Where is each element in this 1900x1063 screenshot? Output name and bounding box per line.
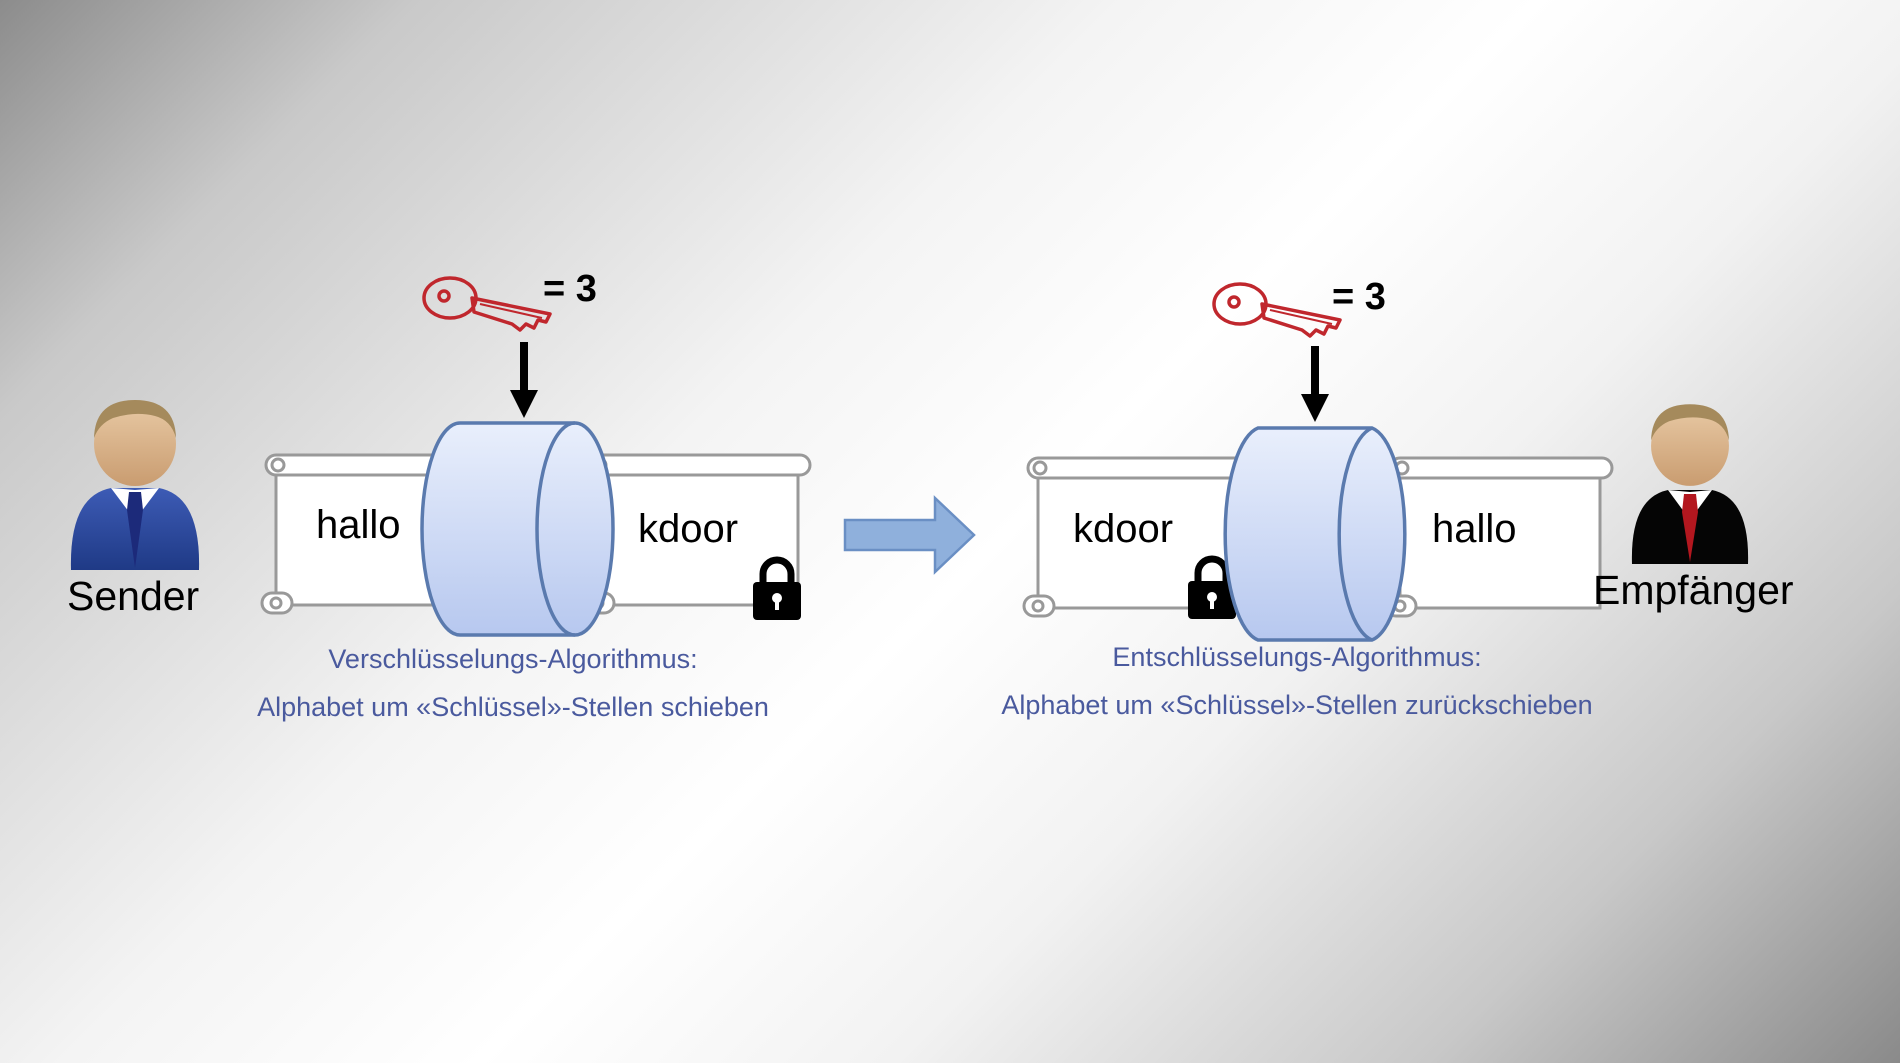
decryption-output-text: hallo <box>1432 507 1517 551</box>
encryption-input-text: hallo <box>316 503 401 547</box>
encryption-caption-title: Verschlüsselungs-Algorithmus: <box>328 644 698 674</box>
encryption-output-text: kdoor <box>638 507 739 551</box>
key-icon <box>422 276 552 332</box>
receiver-label: Empfänger <box>1593 567 1794 613</box>
person-receiver-icon <box>1631 404 1749 564</box>
decryption-caption-description: Alphabet um «Schlüssel»-Stellen zurücksc… <box>1001 690 1593 720</box>
person-sender-icon <box>70 400 200 570</box>
sender-label: Sender <box>67 573 200 619</box>
cylinder-icon <box>1223 426 1407 642</box>
down-arrow-icon <box>510 342 538 418</box>
decryption-key-value: = 3 <box>1332 276 1386 318</box>
encryption-key-value: = 3 <box>543 268 597 310</box>
cylinder-icon <box>420 421 615 637</box>
right-arrow-icon <box>843 495 976 575</box>
decryption-input-text: kdoor <box>1073 507 1174 551</box>
key-icon <box>1212 282 1342 338</box>
decryption-caption-title: Entschlüsselungs-Algorithmus: <box>1112 642 1482 672</box>
down-arrow-icon <box>1301 346 1329 422</box>
encryption-caption-description: Alphabet um «Schlüssel»-Stellen schieben <box>257 692 769 722</box>
